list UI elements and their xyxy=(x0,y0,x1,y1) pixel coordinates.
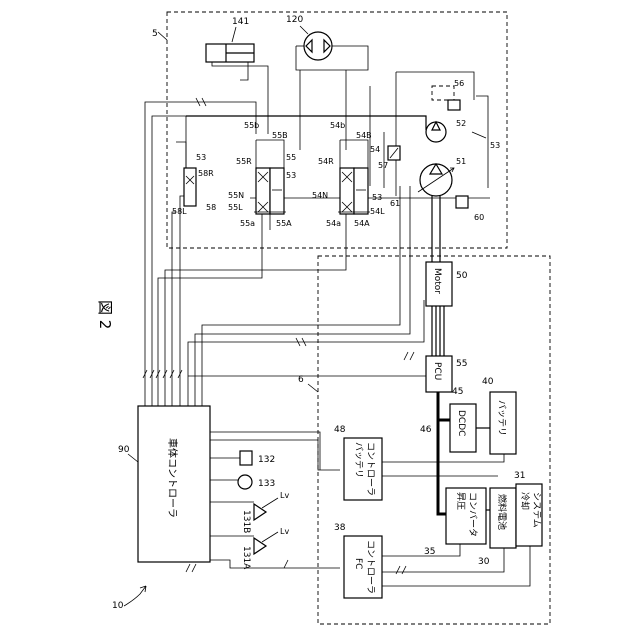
ref-6: 6 xyxy=(298,375,304,385)
ref-90: 90 xyxy=(118,445,130,455)
pcu-label: PCU xyxy=(432,362,442,380)
ref-55A: 55A xyxy=(276,219,292,228)
fuel-cell-label: 燃料電池 xyxy=(496,494,508,530)
dc-bus xyxy=(438,392,446,514)
ref-53d: 53 xyxy=(196,153,206,162)
ref-54R: 54R xyxy=(318,157,334,166)
cooling-system-label-2: システム xyxy=(531,492,542,528)
ref-53a: 53 xyxy=(490,141,500,150)
ref-55N: 55N xyxy=(228,191,244,200)
ref-120: 120 xyxy=(286,15,303,25)
control-valve-55: 55b 55B 55R 55 53 55N 55L 55a 55A xyxy=(228,121,296,230)
ref-55: 55 xyxy=(286,153,296,162)
ref-55B: 55B xyxy=(272,131,288,140)
ref-54: 54 xyxy=(370,145,380,154)
boost-converter-label-2: コンバータ xyxy=(467,492,478,537)
ref-55-pcu: 55 xyxy=(456,359,467,369)
ref-38: 38 xyxy=(334,523,346,533)
lever-131A-lv: Lv xyxy=(280,527,289,536)
ref-54a: 54a xyxy=(326,219,341,228)
dcdc-label: DCDC xyxy=(456,410,466,436)
boost-converter-block xyxy=(446,488,486,544)
ref-60: 60 xyxy=(474,213,484,222)
ref-51: 51 xyxy=(456,157,466,166)
ref-55L: 55L xyxy=(228,203,243,212)
rotary-actuator-120: 120 xyxy=(286,15,368,150)
ref-30: 30 xyxy=(478,557,490,567)
lever-131B: Lv 131B xyxy=(210,491,289,533)
ref-141: 141 xyxy=(232,17,249,27)
ref-54L: 54L xyxy=(370,207,385,216)
sensor-133: 133 xyxy=(210,475,275,489)
fc-controller-label-2: コントローラ xyxy=(365,540,376,594)
ref-54N: 54N xyxy=(312,191,328,200)
sensor-132-icon xyxy=(240,451,252,465)
ref-45: 45 xyxy=(452,387,463,397)
battery-label: バッテリ xyxy=(496,400,507,436)
ref-54B: 54B xyxy=(356,131,372,140)
ref-55R: 55R xyxy=(236,157,252,166)
ref-52: 52 xyxy=(456,119,466,128)
ref-53b: 53 xyxy=(372,193,382,202)
ref-58L: 58L xyxy=(172,207,187,216)
ref-5: 5 xyxy=(152,29,158,39)
ref-58R: 58R xyxy=(198,169,214,178)
fc-controller-label-1: FC xyxy=(353,558,363,569)
ref-35: 35 xyxy=(424,547,435,557)
ref-132: 132 xyxy=(258,455,275,465)
ref-54A: 54A xyxy=(354,219,370,228)
ref-57: 57 xyxy=(378,161,388,170)
figure-label: 図 2 xyxy=(96,300,114,329)
pump-51: 51 60 xyxy=(418,157,484,222)
ref-46: 46 xyxy=(420,425,432,435)
pump-52: 56 52 53 xyxy=(426,79,500,150)
vehicle-controller-label: 車体コントローラ xyxy=(166,438,179,518)
ref-31: 31 xyxy=(514,471,525,481)
ref-58: 58 xyxy=(206,203,216,212)
motor-label: Motor xyxy=(432,268,442,294)
sensor-132: 132 xyxy=(210,451,275,465)
ref-133: 133 xyxy=(258,479,275,489)
ref-56: 56 xyxy=(454,79,464,88)
lever-131B-lv: Lv xyxy=(280,491,289,500)
ref-10: 10 xyxy=(112,601,124,611)
ref-50: 50 xyxy=(456,271,468,281)
ref-48: 48 xyxy=(334,425,346,435)
ref-55a: 55a xyxy=(240,219,255,228)
boost-converter-label-1: 昇圧 xyxy=(455,492,466,510)
valve-58: 53 58R 58L 58 xyxy=(172,142,216,216)
ref-131A: 131A xyxy=(241,546,251,570)
battery-controller-label-1: バッテリ xyxy=(353,442,364,478)
battery-controller-label-2: コントローラ xyxy=(365,442,376,496)
ref-54b: 54b xyxy=(330,121,345,130)
ref-131B: 131B xyxy=(241,510,251,533)
sensor-133-icon xyxy=(238,475,252,489)
ref-55b: 55b xyxy=(244,121,259,130)
ref-61: 61 xyxy=(390,199,400,208)
cooling-system-label-1: 冷却 xyxy=(519,492,531,510)
lever-131A: Lv 131A xyxy=(210,527,289,570)
ref-53c: 53 xyxy=(286,171,296,180)
control-valve-54: 54b 54B 54R 54 54N 53 54a 54A 54L xyxy=(312,121,385,228)
ref-40: 40 xyxy=(482,377,494,387)
